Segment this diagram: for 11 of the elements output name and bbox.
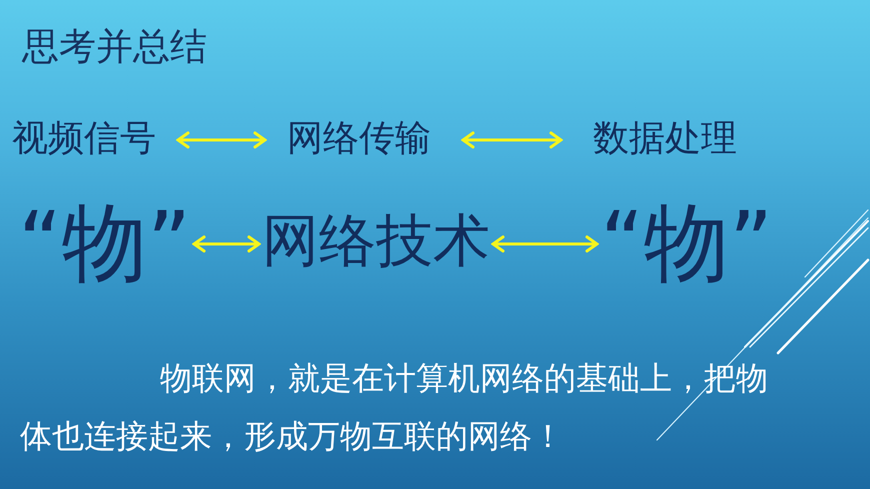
node-label: 数据处理 (593, 121, 737, 157)
double-arrow (192, 236, 260, 252)
double-arrow (462, 132, 562, 148)
node-label: 视频信号 (12, 121, 156, 157)
node-label: “物” (18, 201, 192, 286)
title: 思考并总结 (22, 28, 207, 65)
node-label: 网络传输 (287, 121, 431, 157)
node-label: 网络技术 (262, 213, 490, 270)
double-arrow (176, 132, 266, 148)
node-label: “物” (600, 201, 774, 286)
double-arrow (492, 236, 598, 252)
